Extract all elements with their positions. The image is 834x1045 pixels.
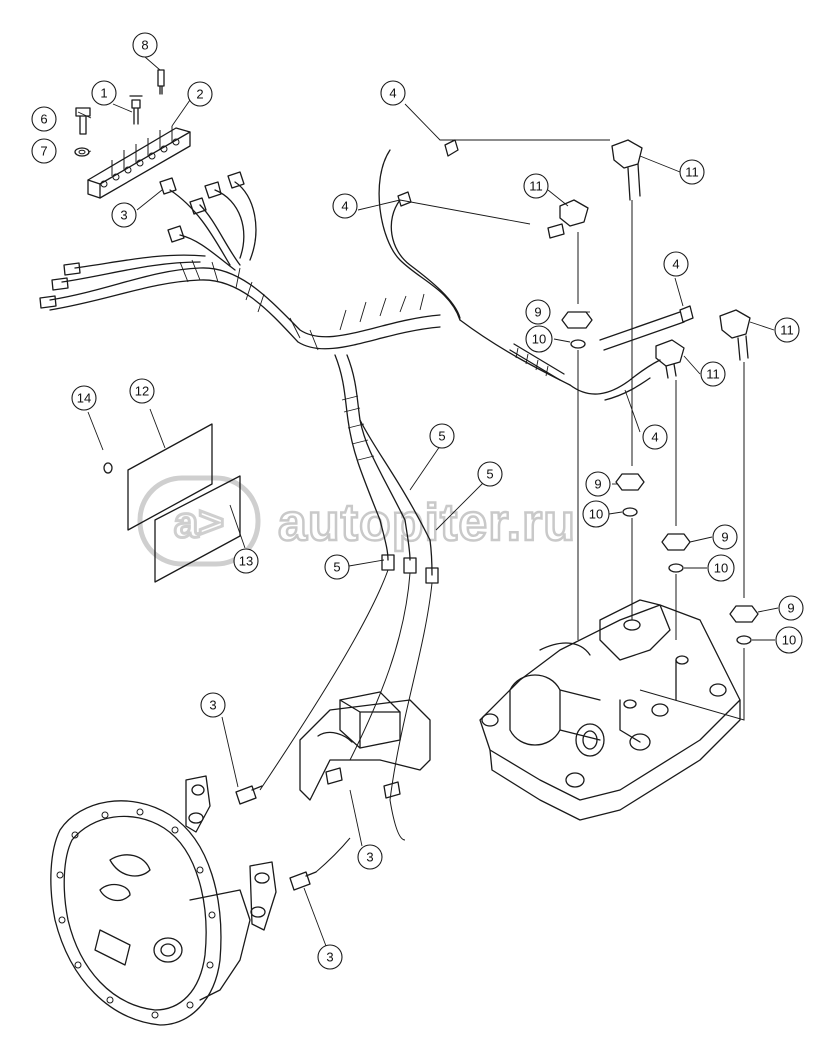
bolt-part-6 [75,107,91,135]
svg-text:10: 10 [532,332,546,347]
upper-harness [39,171,441,351]
callout-11-c: 11 [774,317,800,343]
pin-part-8 [157,69,165,95]
callout-11-a: 11 [679,159,705,185]
svg-text:4: 4 [341,199,348,214]
svg-text:2: 2 [196,87,203,102]
callout-7: 7 [31,138,57,164]
callout-4-lower: 4 [642,424,668,450]
callout-4-left: 4 [332,193,358,219]
watermark: a> autopiter.ru [137,475,576,567]
callout-9-a: 9 [525,299,551,325]
watermark-logo-text: a> [174,498,224,547]
svg-text:14: 14 [77,391,91,406]
callout-9-b: 9 [585,471,611,497]
svg-text:11: 11 [780,323,794,338]
callout-5-left: 5 [324,554,350,580]
sensors [235,785,351,891]
svg-text:9: 9 [594,477,601,492]
svg-text:5: 5 [333,560,340,575]
svg-text:3: 3 [209,698,216,713]
svg-text:3: 3 [120,208,127,223]
svg-text:7: 7 [40,144,47,159]
callout-9-c: 9 [712,524,738,550]
valve-body [479,599,741,821]
svg-text:10: 10 [589,507,603,522]
callout-3-left: 3 [200,692,226,718]
svg-text:11: 11 [529,179,543,194]
callout-13: 13 [233,548,259,574]
svg-text:6: 6 [40,112,47,127]
callout-9-d: 9 [778,595,804,621]
callout-6: 6 [31,106,57,132]
svg-text:9: 9 [534,305,541,320]
watermark-text: autopiter.ru [278,494,576,552]
screw-part-1 [129,95,143,125]
callout-4-right: 4 [663,251,689,277]
callout-10-c: 10 [707,554,735,582]
washer-part-7 [74,147,90,157]
callout-3-bottom: 3 [317,944,343,970]
svg-text:5: 5 [486,467,493,482]
svg-text:9: 9 [721,530,728,545]
callouts: 8 1 2 6 7 3 4 4 4 4 11 11 11 11 9 10 9 1… [31,32,804,970]
transmission-housing [50,775,277,1026]
svg-text:10: 10 [714,561,728,576]
svg-text:1: 1 [100,86,107,101]
callout-11-d: 11 [700,361,726,387]
relay-bracket [299,691,431,801]
svg-text:11: 11 [685,165,699,180]
callout-10-a: 10 [525,325,553,353]
callout-12: 12 [129,378,155,404]
hoses [378,139,759,721]
callout-11-b: 11 [523,173,549,199]
callout-3-mid: 3 [357,844,383,870]
callout-10-d: 10 [775,626,803,654]
svg-text:4: 4 [651,430,658,445]
callout-10-b: 10 [582,500,610,528]
callout-8: 8 [132,32,158,58]
callout-14: 14 [71,385,97,411]
terminal-block [87,126,191,199]
svg-text:10: 10 [782,633,796,648]
svg-text:13: 13 [239,554,253,569]
svg-text:4: 4 [672,257,679,272]
svg-text:12: 12 [135,384,149,399]
svg-text:11: 11 [706,367,720,382]
svg-text:5: 5 [438,429,445,444]
svg-text:8: 8 [141,38,148,53]
svg-text:3: 3 [366,850,373,865]
watermark-logo-frame [137,475,261,567]
svg-text:9: 9 [787,601,794,616]
callout-5-right: 5 [477,461,503,487]
center-harness [259,354,439,841]
callout-3-top: 3 [111,202,137,228]
callout-2: 2 [187,81,213,107]
callout-4-top: 4 [380,80,406,106]
svg-text:4: 4 [389,86,396,101]
callout-1: 1 [91,80,117,106]
callout-5-top: 5 [429,423,455,449]
labels-sheet [103,423,241,583]
svg-text:3: 3 [326,950,333,965]
